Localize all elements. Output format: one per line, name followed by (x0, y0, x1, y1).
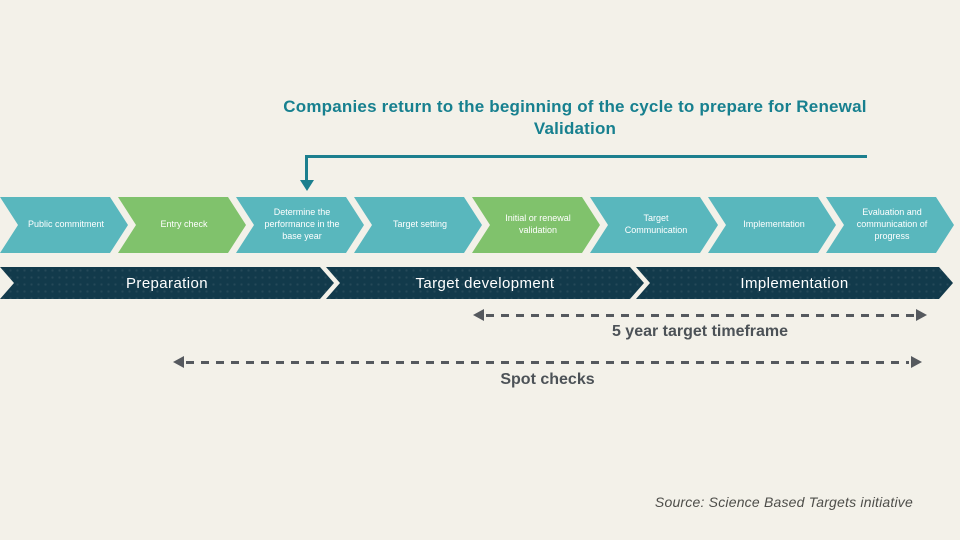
process-step-label: Public commitment (27, 219, 105, 230)
phase-label: Target development (415, 274, 555, 292)
cycle-title: Companies return to the beginning of the… (283, 97, 867, 139)
process-step: Public commitment (0, 197, 128, 253)
process-step: Entry check (118, 197, 246, 253)
phase-segment: Target development (326, 267, 644, 299)
phase-label: Implementation (740, 274, 849, 292)
dashed-line (186, 360, 909, 364)
phase-bar: Preparation Target development Implement… (0, 267, 960, 299)
down-arrowhead-icon (300, 180, 314, 191)
process-step-label: Target Communication (624, 213, 688, 235)
process-step: Determine the performance in the base ye… (236, 197, 364, 253)
arrowhead-right-icon (916, 309, 927, 321)
five-year-timeframe-label: 5 year target timeframe (611, 323, 789, 340)
process-step: Implementation (708, 197, 836, 253)
process-step-label: Implementation (743, 219, 805, 230)
process-step: Target Communication (590, 197, 718, 253)
spot-checks-label: Spot checks (500, 371, 595, 388)
process-step-label: Initial or renewal validation (505, 213, 571, 235)
process-step-label: Evaluation and communication of progress (856, 207, 928, 241)
process-step: Initial or renewal validation (472, 197, 600, 253)
return-arrow (300, 155, 867, 191)
dashed-line (486, 313, 914, 317)
process-step-label: Determine the performance in the base ye… (264, 207, 340, 241)
process-step-label: Target setting (392, 219, 448, 230)
process-steps-row: Public commitment Entry check Determine … (0, 197, 960, 253)
spot-checks-arrow (173, 356, 922, 368)
process-step-label: Entry check (160, 219, 208, 230)
process-step: Target setting (354, 197, 482, 253)
phase-segment: Preparation (0, 267, 334, 299)
arrowhead-right-icon (911, 356, 922, 368)
phase-label: Preparation (126, 274, 208, 292)
arrowhead-left-icon (173, 356, 184, 368)
phase-segment: Implementation (636, 267, 953, 299)
process-step: Evaluation and communication of progress (826, 197, 954, 253)
five-year-timeframe-arrow (473, 309, 927, 321)
arrowhead-left-icon (473, 309, 484, 321)
source-attribution: Source: Science Based Targets initiative (654, 494, 913, 510)
